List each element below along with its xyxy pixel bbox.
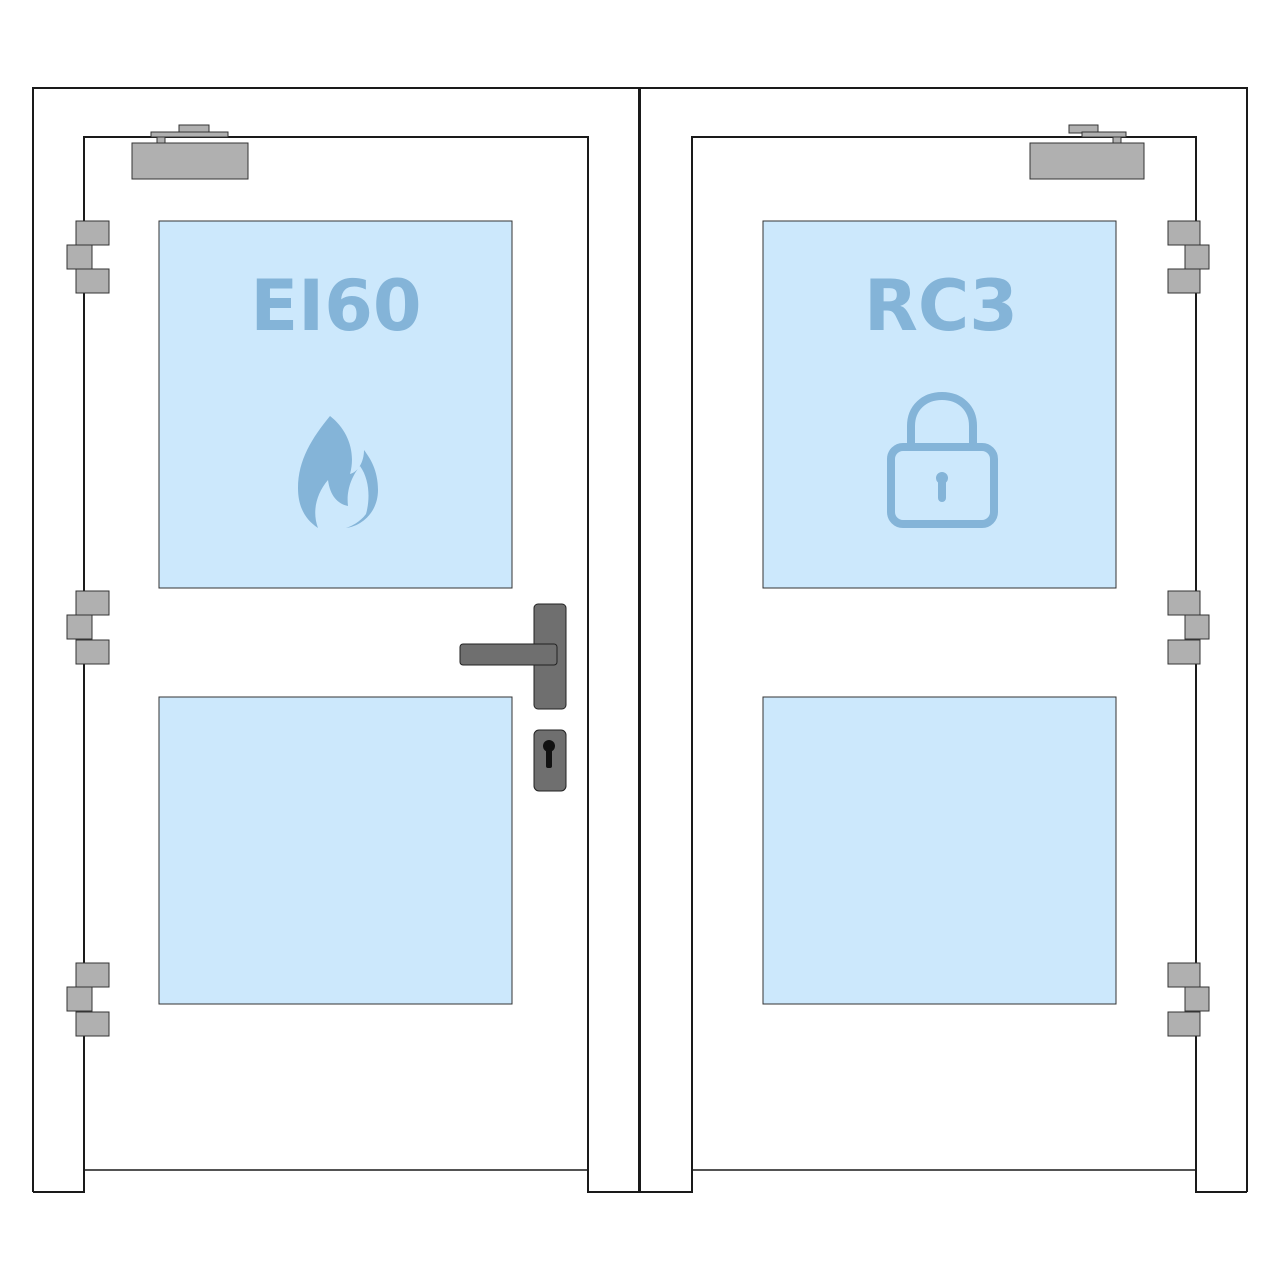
right-rating-label: RC3 [864,265,1018,347]
handle-lever[interactable] [459,643,558,666]
left-hinge-bottom [66,962,110,1037]
keyhole-icon [543,740,555,752]
left-door-outline [33,136,640,1193]
right-hinge-middle [1167,590,1210,665]
left-rating-label: EI60 [250,265,421,347]
right-door-outline [640,136,1247,1193]
left-hinge-top [66,220,110,294]
keyhole-escutcheon[interactable] [533,729,567,792]
left-hinge-middle [66,590,110,665]
right-hinge-top [1167,220,1210,294]
padlock-icon [887,391,998,528]
flame-icon [298,416,378,528]
right-lower-glass-panel [762,696,1117,1005]
left-lower-glass-panel [158,696,513,1005]
left-door-closer [131,124,249,180]
left-upper-glass-panel [158,220,513,589]
door-handle[interactable] [459,603,567,710]
right-door-leaf: RC3 [640,124,1247,1193]
door-frame [32,87,1248,1192]
right-door-closer [1029,124,1145,180]
left-door-leaf: EI60 [33,124,640,1193]
right-hinge-bottom [1167,962,1210,1037]
